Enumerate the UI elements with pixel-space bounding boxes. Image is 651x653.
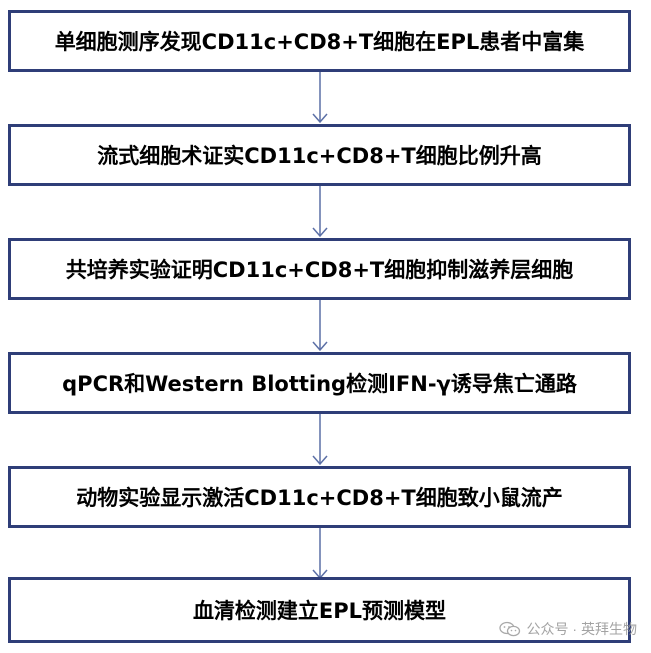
step-box-4: qPCR和Western Blotting检测IFN-γ诱导焦亡通路 <box>8 352 631 414</box>
down-arrow-5 <box>311 528 329 580</box>
step-box-1: 单细胞测序发现CD11c+CD8+T细胞在EPL患者中富集 <box>8 10 631 72</box>
down-arrow-2 <box>311 186 329 238</box>
watermark-text: 公众号 · 英拜生物 <box>526 621 637 637</box>
step-label-2: 流式细胞术证实CD11c+CD8+T细胞比例升高 <box>97 144 542 168</box>
down-arrow-3 <box>311 300 329 352</box>
wechat-icon <box>498 621 520 637</box>
down-arrow-1 <box>311 72 329 124</box>
step-box-6: 血清检测建立EPL预测模型 <box>8 577 631 643</box>
step-box-3: 共培养实验证明CD11c+CD8+T细胞抑制滋养层细胞 <box>8 238 631 300</box>
step-box-5: 动物实验显示激活CD11c+CD8+T细胞致小鼠流产 <box>8 466 631 528</box>
step-label-6: 血清检测建立EPL预测模型 <box>192 599 447 623</box>
step-label-4: qPCR和Western Blotting检测IFN-γ诱导焦亡通路 <box>62 372 577 396</box>
step-box-2: 流式细胞术证实CD11c+CD8+T细胞比例升高 <box>8 124 631 186</box>
step-label-5: 动物实验显示激活CD11c+CD8+T细胞致小鼠流产 <box>76 486 563 510</box>
down-arrow-4 <box>311 414 329 466</box>
step-label-1: 单细胞测序发现CD11c+CD8+T细胞在EPL患者中富集 <box>54 30 585 54</box>
watermark: 公众号 · 英拜生物 <box>498 619 637 639</box>
step-label-3: 共培养实验证明CD11c+CD8+T细胞抑制滋养层细胞 <box>65 258 574 282</box>
